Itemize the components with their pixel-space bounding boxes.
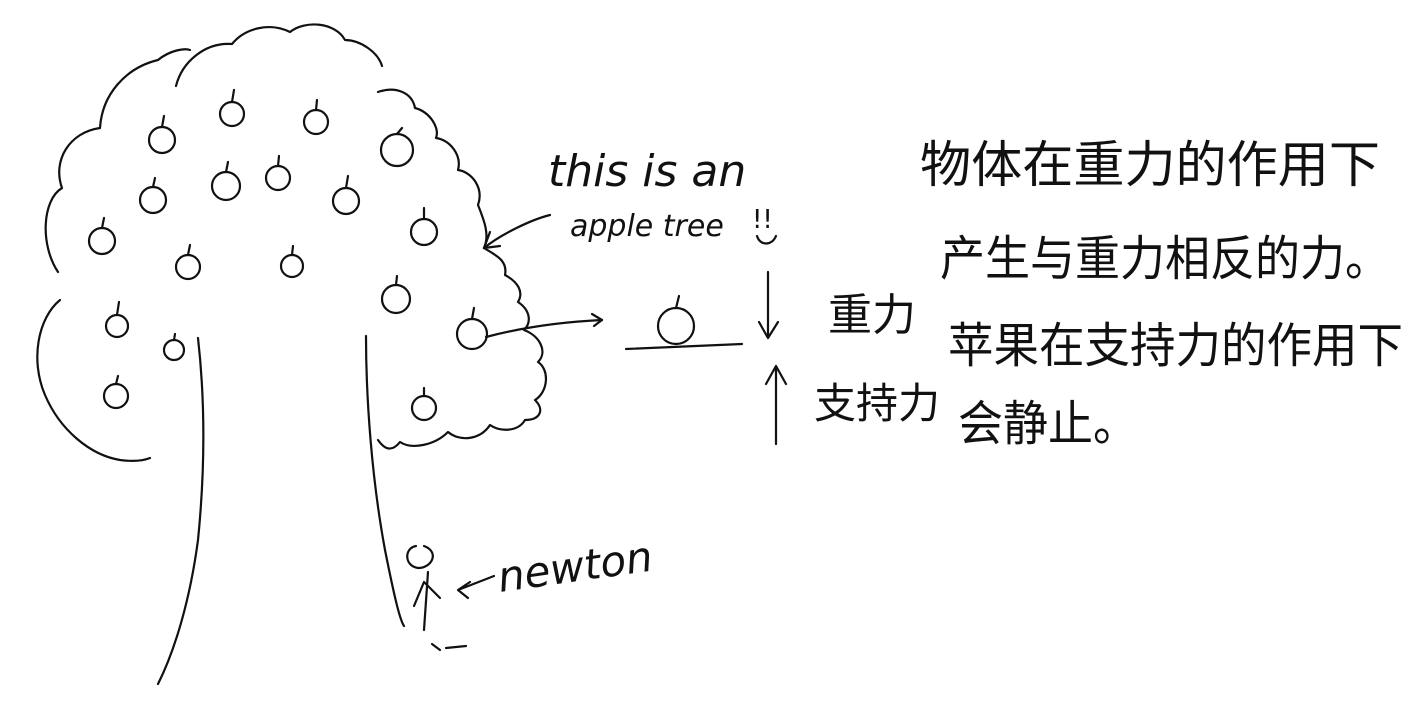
apple-icon (162, 332, 186, 362)
apple-icon (380, 274, 412, 315)
tree-note-line1: this is an (548, 146, 746, 197)
apple-icon (379, 126, 415, 168)
tree-canopy (36, 23, 547, 462)
zoom-arrow (484, 312, 604, 339)
person-arrow (456, 574, 496, 600)
apple-icon (302, 98, 330, 136)
support-arrow (764, 364, 788, 446)
smiley-icon: !! (752, 205, 778, 245)
apple-icon (410, 386, 438, 422)
person-label: newton (495, 532, 656, 602)
apple-icon (87, 216, 117, 256)
tree-note-arrow (482, 213, 552, 250)
apple-icon (409, 206, 439, 247)
apple-icon (218, 88, 246, 128)
apple-icon (174, 243, 202, 281)
surface-line (624, 342, 744, 351)
explanation-line-4: 会静止。 (958, 396, 1138, 452)
apple-icon (147, 114, 177, 155)
apple-icon (331, 174, 361, 216)
tree-note-line2: apple tree (570, 209, 724, 244)
explanation-line-3: 苹果在支持力的作用下 (948, 318, 1403, 374)
apple-icon (264, 154, 292, 192)
apple-icon (279, 244, 305, 279)
gravity-arrow (757, 270, 780, 340)
apple-icon (455, 306, 489, 351)
apple-icon (102, 374, 130, 410)
apples (87, 88, 489, 422)
apple-icon (138, 176, 168, 215)
explanation-line-2: 产生与重力相反的力。 (940, 231, 1390, 287)
apple-icon (656, 294, 696, 346)
svg-text:!!: !! (752, 205, 773, 235)
force-diagram (624, 270, 788, 446)
support-label: 支持力 (814, 379, 940, 428)
explanation: 物体在重力的作用下 产生与重力相反的力。 苹果在支持力的作用下 会静止。 (920, 136, 1403, 452)
tree-trunk (156, 334, 406, 686)
apple-icon (210, 160, 242, 202)
apple-icon (104, 300, 130, 339)
gravity-label: 重力 (828, 290, 916, 341)
newton-figure (406, 544, 496, 652)
explanation-line-1: 物体在重力的作用下 (920, 136, 1380, 194)
head-icon (406, 544, 434, 570)
